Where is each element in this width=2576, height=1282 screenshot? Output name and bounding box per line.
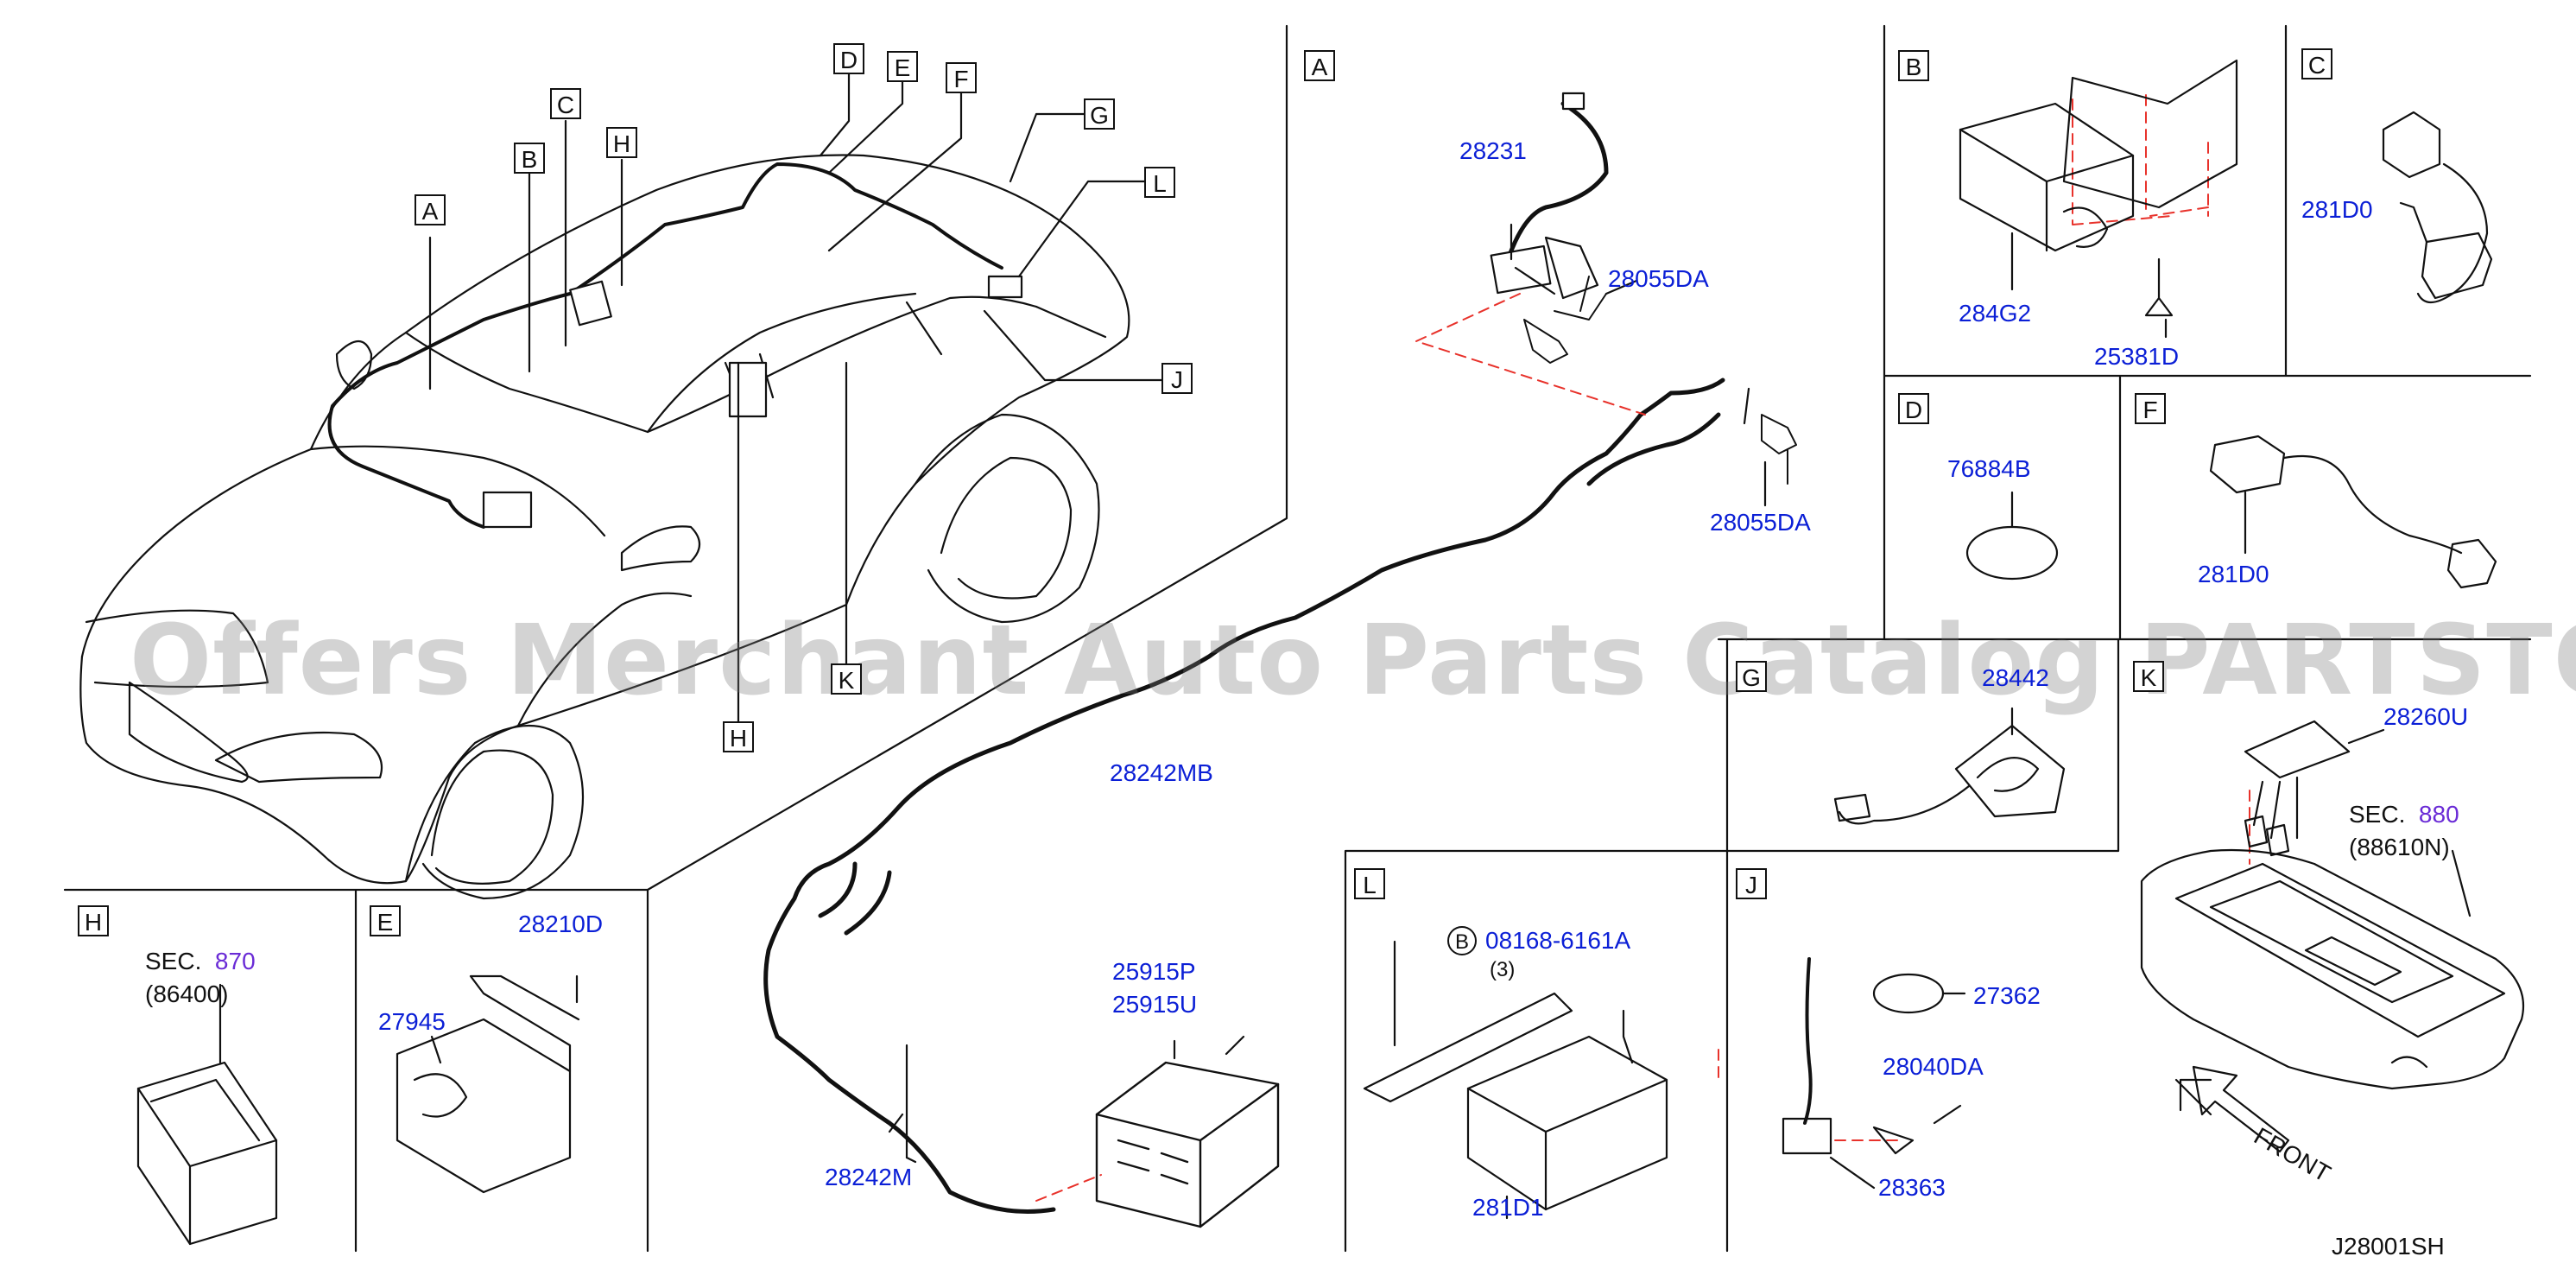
- car-harness: [327, 162, 1003, 529]
- part-quantity-08168: (3): [1490, 958, 1516, 981]
- part-number-08168-6161a[interactable]: 08168-6161A: [1485, 927, 1631, 954]
- part-number-28242m[interactable]: 28242M: [825, 1164, 913, 1190]
- section-label-c-car: C: [550, 88, 581, 119]
- car-illustration: [79, 154, 1130, 900]
- reference-circle-b: B: [1447, 926, 1477, 955]
- sticker-27362: [1872, 973, 1945, 1014]
- sec-ref-h-label[interactable]: SEC. 870: [145, 949, 256, 974]
- part-number-76884b[interactable]: 76884B: [1947, 455, 2031, 482]
- part-number-28363[interactable]: 28363: [1878, 1174, 1946, 1201]
- panel-label-a: A: [1304, 50, 1335, 81]
- part-number-28040da[interactable]: 28040DA: [1883, 1053, 1984, 1080]
- panel-label-d: D: [1898, 393, 1929, 424]
- panel-label-k: K: [2133, 661, 2164, 692]
- part-number-28055da-2[interactable]: 28055DA: [1710, 509, 1811, 536]
- section-label-d-car: D: [833, 43, 864, 74]
- section-label-h-car: H: [606, 127, 637, 158]
- front-arrow: [2192, 1065, 2290, 1153]
- part-number-28260u[interactable]: 28260U: [2383, 703, 2469, 730]
- sec-ref-k-sub: (88610N): [2349, 834, 2450, 860]
- section-label-a-car: A: [415, 194, 446, 225]
- panel-label-j: J: [1736, 868, 1767, 899]
- part-number-27945[interactable]: 27945: [378, 1008, 446, 1035]
- harness-28363: [1803, 957, 1813, 1125]
- part-number-28210d[interactable]: 28210D: [518, 911, 604, 937]
- diagram-id: J28001SH: [2332, 1233, 2445, 1260]
- section-label-e-car: E: [887, 51, 918, 82]
- sec-ref-h-sub: (86400): [145, 981, 229, 1007]
- connector-281d0-f: [2209, 435, 2497, 589]
- panel-label-g: G: [1736, 661, 1767, 692]
- watermark-text: Offers Merchant Auto Parts Catalog PARTS…: [130, 605, 2576, 717]
- console-88610n: [2140, 720, 2525, 1090]
- divider-lines: [63, 24, 2532, 1253]
- part-number-284g2[interactable]: 284G2: [1959, 300, 2032, 327]
- bracket-27945: [396, 974, 580, 1194]
- panel-label-f: F: [2135, 393, 2166, 424]
- panel-label-c: C: [2301, 48, 2332, 79]
- sec-ref-k-prefix: SEC.: [2349, 801, 2406, 828]
- module-86400: [136, 1061, 278, 1246]
- sticker-76884b: [1965, 525, 2059, 581]
- antenna-28442: [1833, 724, 2066, 825]
- part-number-27362[interactable]: 27362: [1973, 982, 2041, 1009]
- part-number-281d0-f[interactable]: 281D0: [2198, 561, 2269, 587]
- part-number-28055da-1[interactable]: 28055DA: [1608, 265, 1709, 292]
- part-number-25915p[interactable]: 25915P: [1112, 958, 1196, 985]
- panel-label-h: H: [78, 905, 109, 936]
- sec-ref-h-number[interactable]: 870: [214, 948, 256, 974]
- section-label-f-car: F: [946, 62, 977, 93]
- section-label-g-car: G: [1084, 98, 1115, 130]
- part-number-28231[interactable]: 28231: [1459, 137, 1527, 164]
- main-harness-28242: [763, 101, 1725, 1214]
- connector-281d0-c: [2382, 111, 2493, 304]
- sec-ref-h-prefix: SEC.: [145, 948, 202, 974]
- sec-ref-k-number[interactable]: 880: [2418, 801, 2459, 828]
- part-number-25381d[interactable]: 25381D: [2094, 343, 2180, 370]
- panel-label-l: L: [1354, 868, 1385, 899]
- bolt-28055da-a: [1523, 276, 1797, 485]
- part-number-281d1[interactable]: 281D1: [1472, 1194, 1544, 1221]
- part-number-28242mb[interactable]: 28242MB: [1110, 759, 1213, 786]
- section-label-j-car: J: [1161, 363, 1193, 394]
- sec-ref-k-label[interactable]: SEC. 880: [2349, 802, 2459, 828]
- part-number-28442[interactable]: 28442: [1982, 664, 2049, 691]
- leader-lines-car: [428, 72, 1179, 727]
- bracket-28363: [1782, 1117, 1832, 1155]
- ecu-284g2: [1959, 59, 2238, 317]
- section-label-h2-car: H: [723, 721, 754, 752]
- section-label-l-car: L: [1144, 167, 1175, 198]
- section-label-b-car: B: [514, 143, 545, 174]
- panel-label-e: E: [370, 905, 401, 936]
- panel-label-b: B: [1898, 50, 1929, 81]
- section-label-k-car: K: [831, 663, 862, 695]
- audio-unit-25915: [1095, 1061, 1280, 1228]
- part-number-25915u[interactable]: 25915U: [1112, 991, 1198, 1018]
- unit-281d1: [1363, 992, 1668, 1211]
- part-number-281d0-c[interactable]: 281D0: [2301, 196, 2373, 223]
